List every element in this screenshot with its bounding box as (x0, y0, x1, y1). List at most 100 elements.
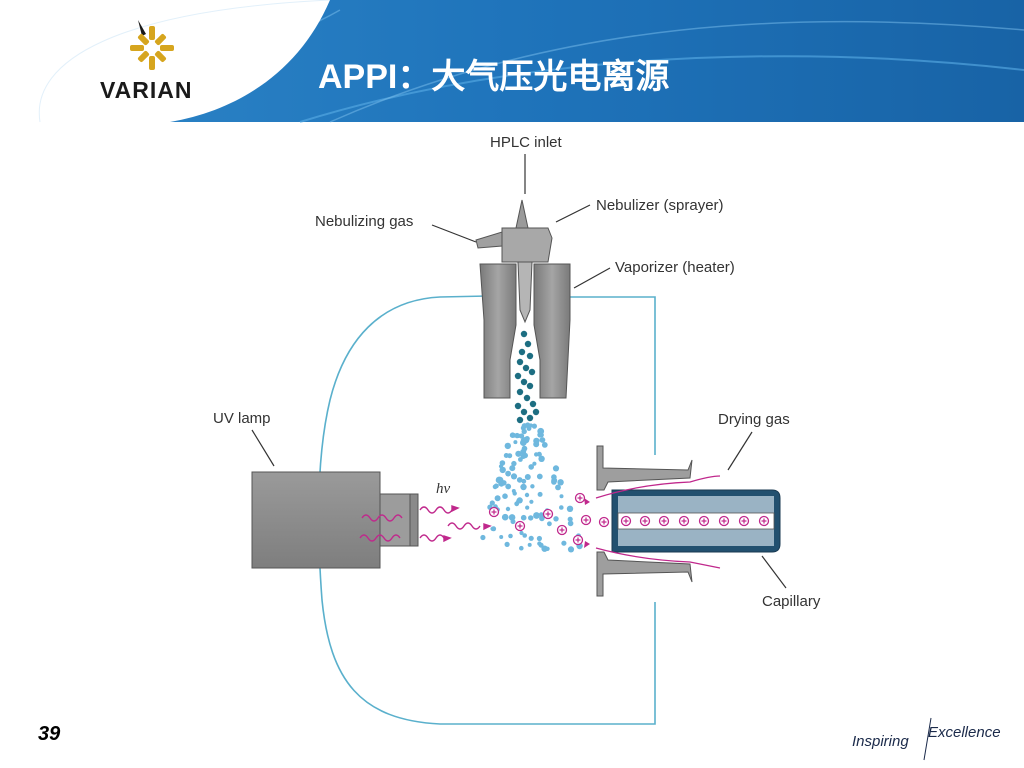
droplet (498, 464, 504, 469)
callout-lines (251, 154, 787, 589)
light-waves (359, 505, 492, 543)
spray-droplets (480, 330, 583, 553)
droplet (528, 535, 534, 541)
droplet (491, 526, 497, 532)
droplet (504, 442, 511, 450)
droplet (522, 364, 530, 372)
varian-star-icon (130, 20, 174, 70)
droplet (561, 540, 567, 546)
droplet (516, 416, 524, 424)
droplet (515, 450, 522, 457)
droplet (539, 437, 546, 443)
page-number: 39 (38, 723, 61, 745)
droplet (489, 500, 495, 506)
page-title: APPI：大气压光电离源 (318, 57, 669, 96)
droplet (499, 535, 504, 539)
droplet (525, 505, 530, 510)
droplet (508, 514, 516, 521)
droplet (504, 541, 510, 548)
ion (556, 524, 568, 536)
ion (718, 515, 730, 527)
droplet (532, 408, 540, 416)
droplet (559, 494, 564, 499)
droplet (524, 474, 531, 480)
droplet (532, 461, 537, 466)
droplet (519, 433, 525, 439)
label-uv-lamp: UV lamp (213, 410, 271, 427)
droplet (537, 541, 542, 546)
droplet (552, 465, 560, 472)
droplet (493, 483, 499, 489)
droplet (518, 348, 526, 356)
droplet (520, 330, 528, 338)
droplet (513, 440, 518, 445)
label-nebulizing-gas: Nebulizing gas (315, 213, 413, 230)
droplet (520, 450, 525, 455)
droplet (519, 530, 524, 536)
droplet (551, 474, 557, 480)
droplet (480, 534, 486, 541)
droplet (529, 400, 537, 408)
droplet (537, 491, 543, 497)
ion (542, 508, 554, 520)
droplet (526, 382, 534, 390)
droplet (520, 483, 527, 491)
droplet (547, 521, 552, 527)
droplet (526, 352, 534, 360)
ion (678, 515, 690, 527)
ion (639, 515, 651, 527)
diagram-labels: HPLC inlet Nebulizer (sprayer) Nebulizin… (213, 134, 821, 610)
droplet (502, 493, 508, 500)
droplet (508, 533, 513, 539)
droplet (528, 464, 534, 470)
droplet (531, 423, 538, 429)
droplet (505, 470, 511, 477)
droplet (567, 520, 574, 527)
ion (574, 492, 586, 504)
droplet (528, 368, 536, 376)
ion (488, 506, 500, 518)
label-vaporizer: Vaporizer (heater) (615, 259, 735, 276)
brand-name: VARIAN (100, 77, 192, 103)
ion (598, 516, 610, 528)
droplet (553, 516, 559, 522)
droplet (538, 512, 544, 517)
droplet (545, 546, 550, 551)
label-hplc-inlet: HPLC inlet (490, 134, 563, 151)
droplet (523, 394, 531, 402)
label-hv: hv (436, 481, 451, 497)
droplet (526, 414, 534, 422)
tagline: Inspiring Excellence (852, 717, 1001, 761)
droplet (538, 455, 545, 462)
droplet (501, 513, 509, 521)
droplet (521, 478, 527, 484)
droplet (520, 408, 528, 416)
droplet (541, 442, 548, 448)
droplet (528, 423, 534, 428)
droplet (510, 473, 518, 480)
droplet (514, 501, 520, 507)
droplet (539, 432, 544, 438)
droplet (495, 476, 503, 484)
ion (738, 515, 750, 527)
droplet (533, 512, 540, 519)
droplet (507, 453, 513, 459)
droplet (527, 542, 532, 547)
ion (620, 515, 632, 527)
droplet (520, 378, 528, 386)
droplet (509, 465, 516, 472)
droplet (521, 428, 527, 435)
capillary-assembly (584, 445, 781, 597)
droplet (559, 505, 564, 510)
label-drying-gas: Drying gas (718, 411, 790, 428)
droplet (567, 516, 573, 522)
droplet (524, 340, 532, 348)
uv-lamp (251, 471, 419, 569)
ions (488, 492, 770, 546)
droplet (528, 515, 534, 521)
droplet (511, 489, 516, 493)
droplet (566, 505, 574, 512)
droplet (536, 451, 542, 457)
droplet (511, 460, 517, 467)
tagline-excellence: Excellence (928, 724, 1001, 741)
